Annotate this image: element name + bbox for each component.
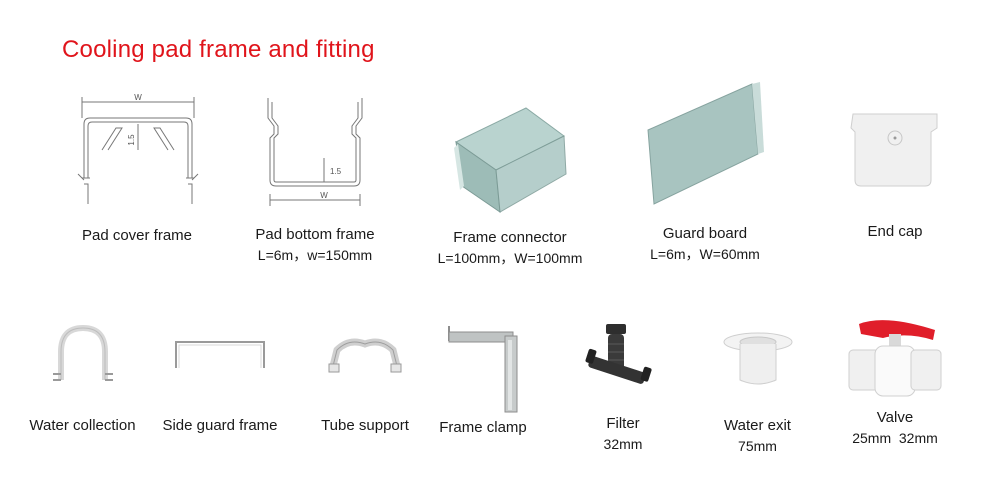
width-mark: W bbox=[134, 93, 142, 102]
product-tube-support: Tube support bbox=[310, 330, 420, 436]
product-spec: 32mm bbox=[603, 436, 643, 452]
product-name: Frame clamp bbox=[439, 419, 527, 436]
frame-connector-image bbox=[454, 107, 567, 214]
water-collection-image bbox=[52, 324, 113, 381]
end-cap-image bbox=[850, 113, 938, 187]
product-name: Frame connector bbox=[453, 229, 567, 246]
product-pad-cover-frame: W 1.5 Pad cover frame bbox=[72, 88, 202, 246]
product-spec: L=6m，w=150mm bbox=[257, 247, 373, 263]
water-exit-image bbox=[723, 332, 792, 385]
product-filter: Filter 32mm bbox=[568, 322, 678, 454]
thickness-mark: 1.5 bbox=[330, 167, 342, 176]
product-water-exit: Water exit 75mm bbox=[700, 330, 815, 456]
product-frame-connector: Frame connector L=100mm，W=100mm bbox=[425, 100, 595, 268]
product-name: Pad bottom frame bbox=[255, 226, 375, 243]
thickness-mark: 1.5 bbox=[127, 134, 136, 146]
side-guard-frame-image bbox=[175, 341, 265, 368]
frame-clamp-image bbox=[448, 326, 518, 413]
product-spec: 25mm 32mm bbox=[852, 430, 938, 446]
product-name: Guard board bbox=[662, 225, 748, 242]
product-frame-clamp: Frame clamp bbox=[428, 318, 538, 438]
pad-bottom-frame-drawing: 1.5 W bbox=[267, 98, 363, 206]
product-spec: 75mm bbox=[738, 438, 777, 454]
product-name: Side guard frame bbox=[162, 417, 278, 434]
guard-board-image bbox=[647, 82, 764, 205]
product-pad-bottom-frame: 1.5 W Pad bottom frame L=6m，w=150mm bbox=[240, 98, 390, 265]
pad-cover-frame-drawing: W 1.5 bbox=[77, 93, 199, 204]
page-title: Cooling pad frame and fitting bbox=[62, 36, 375, 63]
product-name: Pad cover frame bbox=[81, 227, 193, 244]
product-valve: Valve 25mm 32mm bbox=[835, 316, 955, 448]
filter-image bbox=[585, 324, 652, 384]
product-guard-board: Guard board L=6m，W=60mm bbox=[630, 82, 780, 264]
product-name: End cap bbox=[867, 223, 923, 240]
product-water-collection: Water collection bbox=[20, 322, 145, 436]
product-name: Water collection bbox=[29, 417, 136, 434]
product-name: Tube support bbox=[321, 417, 409, 434]
product-name: Filter bbox=[606, 415, 640, 432]
product-spec: L=100mm，W=100mm bbox=[437, 250, 583, 266]
product-side-guard-frame: Side guard frame bbox=[155, 330, 285, 436]
tube-support-image bbox=[328, 338, 402, 373]
product-end-cap: End cap bbox=[835, 110, 955, 242]
valve-image bbox=[848, 320, 942, 397]
width-mark: W bbox=[320, 191, 328, 200]
product-name: Valve bbox=[876, 409, 914, 426]
product-spec: L=6m，W=60mm bbox=[650, 246, 760, 262]
product-name: Water exit bbox=[724, 417, 791, 434]
